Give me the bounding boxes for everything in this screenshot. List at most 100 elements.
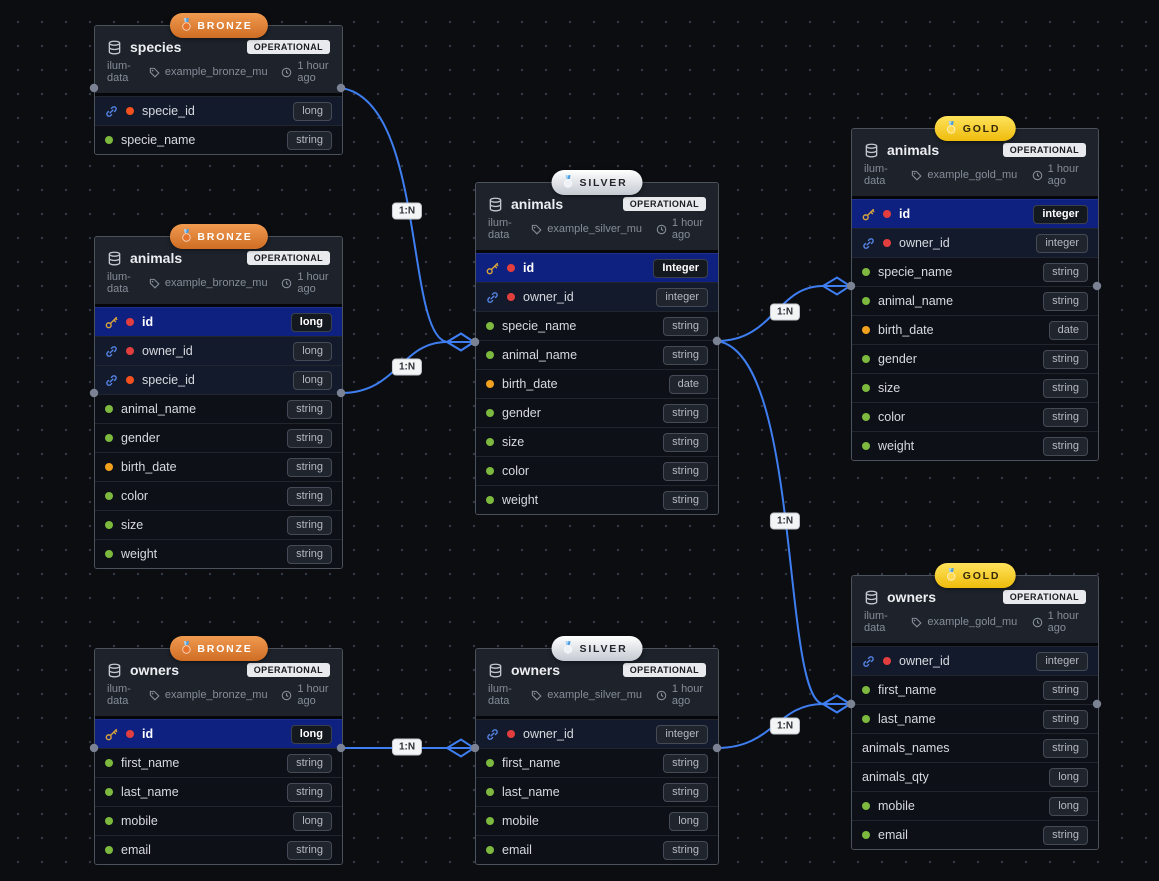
type-badge: string [663,782,708,802]
column-name: specie_id [142,104,195,118]
tier-badge-label: GOLD [962,122,1001,135]
status-dot-red [126,318,134,326]
column-name: size [121,518,144,532]
column-name: mobile [878,799,915,813]
source-label: ilum-data [107,60,131,84]
type-badge: long [293,811,332,831]
tier-badge-label: BRONZE [197,19,253,32]
column-name: owner_id [523,727,574,741]
operational-badge: OPERATIONAL [246,40,330,54]
header-divider [476,716,718,719]
type-badge: string [287,457,332,477]
database-icon [864,590,879,605]
column-name: specie_name [502,319,577,333]
column-row-owner_id[interactable]: owner_id integer [476,719,718,748]
column-name: weight [121,547,158,561]
column-name: animal_name [878,294,954,308]
status-dot-green [486,322,494,330]
tag-icon [149,67,160,78]
column-name: owner_id [142,344,193,358]
source-label: ilum-data [488,683,512,707]
column-name: specie_name [121,133,196,147]
tier-badge-bronze: BRONZE [169,224,268,249]
column-name: weight [878,439,915,453]
table-title: owners [130,662,180,678]
tag-icon [149,278,160,289]
tier-badge-label: GOLD [962,569,1001,582]
type-badge: long [669,811,708,831]
many-arrow-icon [821,694,852,714]
column-row-mobile[interactable]: mobile long [476,806,718,835]
column-row-animal_name[interactable]: animal_name string [852,286,1098,315]
database-icon [488,197,503,212]
type-badge: integer [1036,233,1088,253]
column-name: mobile [502,814,539,828]
type-badge: string [287,840,332,860]
column-name: email [878,828,908,842]
type-badge: integer [656,724,708,744]
type-badge: string [1043,291,1088,311]
edge-cardinality-label: 1:N [391,358,423,376]
edge-cardinality-label: 1:N [391,202,423,220]
status-dot-red [883,657,891,665]
tag-icon [531,690,542,701]
column-name: size [502,435,525,449]
tier-badge-bronze: BRONZE [169,636,268,661]
type-badge: string [663,490,708,510]
updated-label: 1 hour ago [297,60,329,84]
